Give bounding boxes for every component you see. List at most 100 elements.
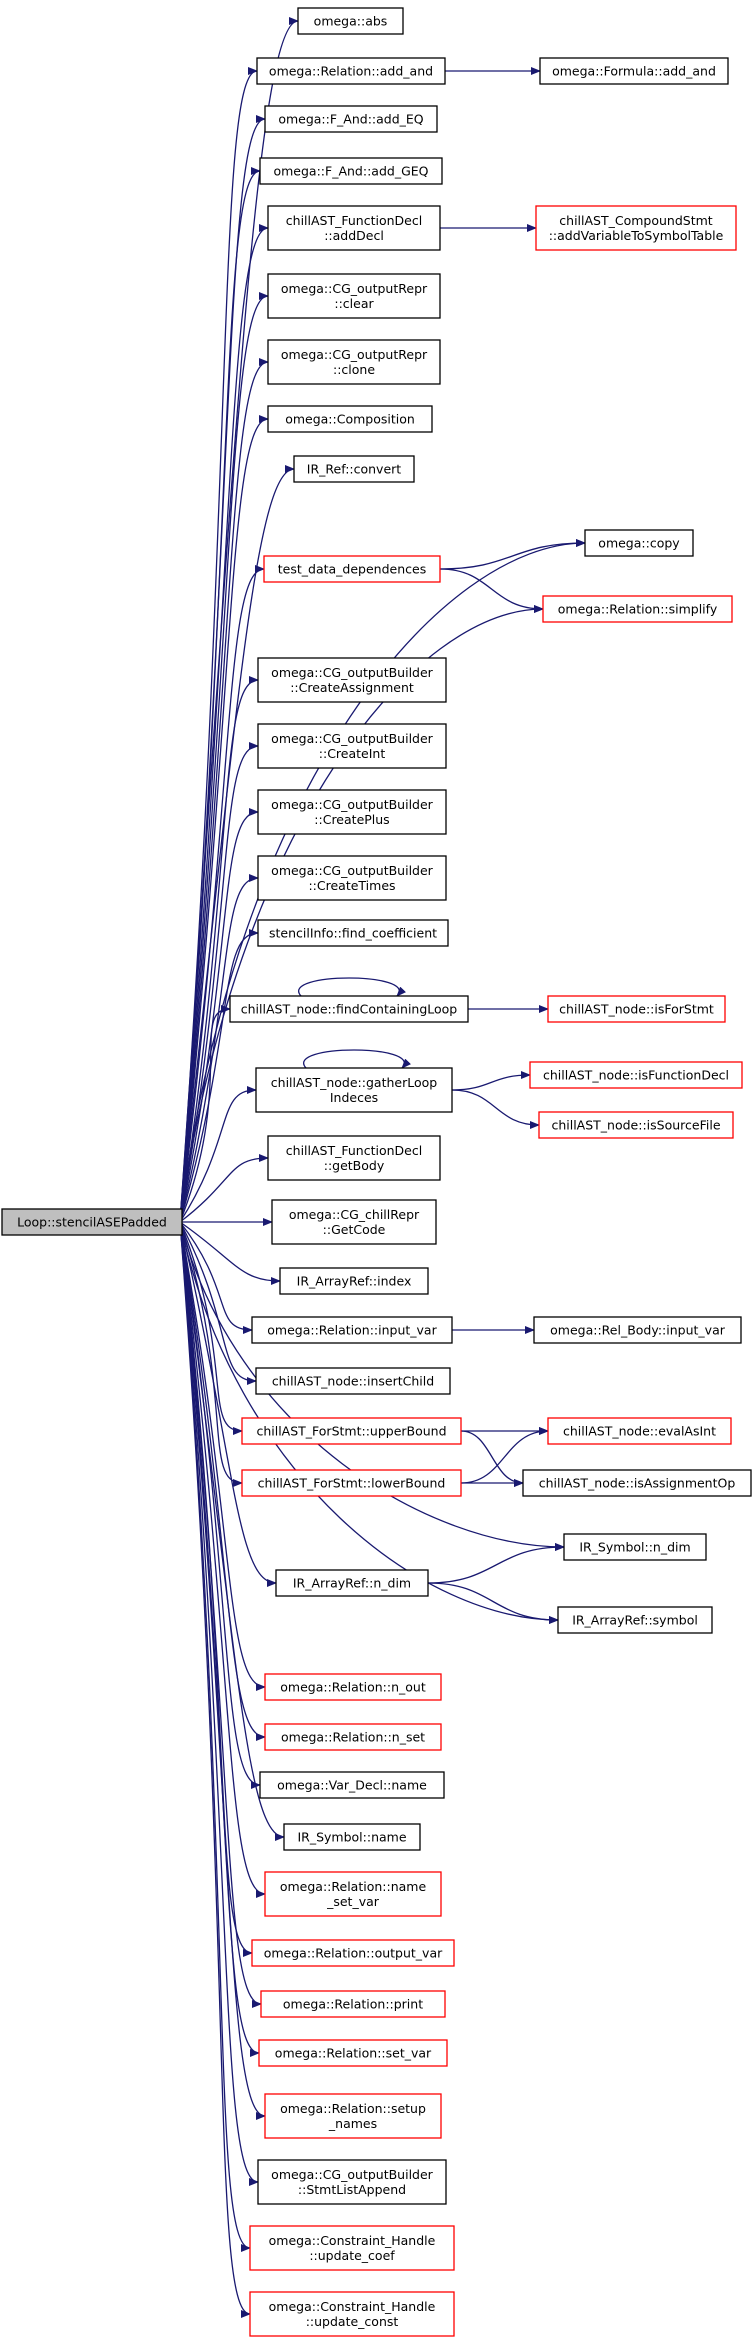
edge-root-to-n_symndim — [179, 1221, 565, 1551]
node-n_formula_add_and[interactable]: omega::Formula::add_and — [539, 57, 729, 85]
node-n_createint[interactable]: omega::CG_outputBuilder::CreateInt — [257, 723, 447, 769]
node-n_upperbound[interactable]: chillAST_ForStmt::upperBound — [241, 1417, 462, 1445]
node-n_convert[interactable]: IR_Ref::convert — [293, 455, 415, 483]
node-n_isassignop[interactable]: chillAST_node::isAssignmentOp — [522, 1469, 752, 1497]
node-label: omega::Relation::print — [283, 1997, 423, 2012]
node-box — [251, 1316, 453, 1344]
node-n_add_eq[interactable]: omega::F_And::add_EQ — [264, 105, 438, 133]
node-n_abs[interactable]: omega::abs — [297, 7, 404, 35]
node-n_print[interactable]: omega::Relation::print — [260, 1990, 446, 2018]
node-label: Loop::stencilASEPadded — [17, 1215, 167, 1230]
node-n_relbody_inputvar[interactable]: omega::Rel_Body::input_var — [533, 1316, 742, 1344]
node-n_nout[interactable]: omega::Relation::n_out — [264, 1673, 442, 1701]
edge-n_testdata-to-n_copy — [439, 539, 586, 570]
node-n_add_geq[interactable]: omega::F_And::add_GEQ — [259, 157, 443, 185]
node-n_getbody[interactable]: chillAST_FunctionDecl::getBody — [267, 1135, 441, 1181]
node-n_inputvar[interactable]: omega::Relation::input_var — [251, 1316, 453, 1344]
edge-root-to-n_arrndim — [179, 1221, 277, 1587]
node-n_symname[interactable]: IR_Symbol::name — [283, 1823, 421, 1851]
node-label: chillAST_ForStmt::lowerBound — [258, 1476, 446, 1491]
node-label: chillAST_CompoundStmt — [559, 213, 713, 228]
node-n_composition[interactable]: omega::Composition — [267, 405, 433, 433]
edge-root-to-n_lowerbound — [179, 1221, 243, 1487]
edge-root-to-n_createint — [179, 742, 259, 1223]
node-n_add_and[interactable]: omega::Relation::add_and — [256, 57, 446, 85]
node-box — [529, 1061, 743, 1089]
edge-root-to-n_convert — [179, 465, 295, 1223]
edge-root-to-n_copy — [179, 539, 586, 1223]
node-n_isforstmt[interactable]: chillAST_node::isForStmt — [547, 995, 726, 1023]
edge-root-to-n_add_geq — [179, 167, 261, 1223]
node-box — [264, 1723, 442, 1751]
node-label: omega::CG_outputBuilder — [271, 797, 433, 812]
node-box — [538, 1111, 734, 1139]
node-label: omega::F_And::add_GEQ — [273, 164, 428, 179]
node-n_testdata[interactable]: test_data_dependences — [263, 555, 441, 583]
node-label: chillAST_node::isAssignmentOp — [539, 1476, 736, 1491]
node-n_isfuncdecl[interactable]: chillAST_node::isFunctionDecl — [529, 1061, 743, 1089]
node-label: chillAST_node::findContainingLoop — [241, 1002, 458, 1017]
node-box — [229, 995, 469, 1023]
node-n_adddecl[interactable]: chillAST_FunctionDecl::addDecl — [267, 205, 441, 251]
node-n_setupnames[interactable]: omega::Relation::setup_names — [264, 2093, 442, 2139]
node-box — [267, 1135, 441, 1181]
node-n_symbol[interactable]: IR_ArrayRef::symbol — [557, 1606, 713, 1634]
node-n_addvar[interactable]: chillAST_CompoundStmt::addVariableToSymb… — [535, 205, 737, 251]
node-n_nset[interactable]: omega::Relation::n_set — [264, 1723, 442, 1751]
edge-root-to-n_setupnames — [179, 1221, 266, 2120]
node-label: ::StmtListAppend — [298, 2182, 406, 2197]
node-n_insertchild[interactable]: chillAST_node::insertChild — [255, 1367, 451, 1395]
node-n_updatecoef[interactable]: omega::Constraint_Handle::update_coef — [249, 2225, 455, 2271]
node-label: IR_Symbol::name — [297, 1830, 406, 1845]
node-n_findcoef[interactable]: stencilInfo::find_coefficient — [257, 919, 449, 947]
node-label: ::GetCode — [323, 1222, 386, 1237]
node-box — [547, 1417, 732, 1445]
node-n_createtimes[interactable]: omega::CG_outputBuilder::CreateTimes — [257, 855, 447, 901]
node-label: IR_ArrayRef::index — [297, 1274, 412, 1289]
node-label: _set_var — [326, 1894, 380, 1909]
node-n_getcode[interactable]: omega::CG_chillRepr::GetCode — [271, 1199, 437, 1245]
edge-n_arrndim-to-n_symbol — [427, 1582, 559, 1624]
node-label: IR_Symbol::n_dim — [579, 1540, 690, 1555]
node-box — [251, 1939, 455, 1967]
node-n_simplify[interactable]: omega::Relation::simplify — [542, 595, 733, 623]
node-label: omega::copy — [598, 536, 680, 551]
node-box — [283, 1823, 421, 1851]
edge-root-to-n_findloop — [179, 1005, 231, 1223]
node-label: ::CreateAssignment — [290, 680, 414, 695]
node-label: omega::Relation::add_and — [269, 64, 433, 79]
node-n_outputvar[interactable]: omega::Relation::output_var — [251, 1939, 455, 1967]
node-box — [249, 2291, 455, 2337]
node-label: test_data_dependences — [278, 562, 426, 577]
node-label: omega::CG_outputRepr — [281, 281, 428, 296]
node-label: ::CreatePlus — [314, 812, 389, 827]
node-n_setvar[interactable]: omega::Relation::set_var — [258, 2039, 448, 2067]
node-n_createplus[interactable]: omega::CG_outputBuilder::CreatePlus — [257, 789, 447, 835]
node-label: IR_ArrayRef::symbol — [572, 1613, 698, 1628]
edge-root-to-n_symbol — [179, 1221, 559, 1624]
node-n_issourcefile[interactable]: chillAST_node::isSourceFile — [538, 1111, 734, 1139]
edge-root-to-n_createplus — [179, 808, 259, 1223]
node-n_copy[interactable]: omega::copy — [584, 529, 694, 557]
node-n_namesetvar[interactable]: omega::Relation::name_set_var — [264, 1871, 442, 1917]
node-n_updateconst[interactable]: omega::Constraint_Handle::update_const — [249, 2291, 455, 2337]
node-n_lowerbound[interactable]: chillAST_ForStmt::lowerBound — [241, 1469, 462, 1497]
node-n_findloop[interactable]: chillAST_node::findContainingLoop — [229, 995, 469, 1023]
node-n_evalasint[interactable]: chillAST_node::evalAsInt — [547, 1417, 732, 1445]
node-label: IR_ArrayRef::n_dim — [293, 1576, 411, 1591]
node-label: omega::Composition — [285, 412, 415, 427]
node-n_createassign[interactable]: omega::CG_outputBuilder::CreateAssignmen… — [257, 657, 447, 703]
node-label: omega::CG_outputBuilder — [271, 863, 433, 878]
edge-root-to-n_composition — [179, 415, 269, 1223]
node-n_clone[interactable]: omega::CG_outputRepr::clone — [267, 339, 441, 385]
node-n_vardeclname[interactable]: omega::Var_Decl::name — [259, 1771, 445, 1799]
node-n_symndim[interactable]: IR_Symbol::n_dim — [563, 1533, 707, 1561]
node-label: ::update_coef — [309, 2248, 395, 2263]
node-n_stmtlist[interactable]: omega::CG_outputBuilder::StmtListAppend — [257, 2159, 447, 2205]
node-n_clear[interactable]: omega::CG_outputRepr::clear — [267, 273, 441, 319]
node-n_index[interactable]: IR_ArrayRef::index — [279, 1267, 429, 1295]
node-root[interactable]: Loop::stencilASEPadded — [1, 1208, 183, 1236]
node-box — [255, 1067, 453, 1113]
node-n_arrndim[interactable]: IR_ArrayRef::n_dim — [275, 1569, 429, 1597]
